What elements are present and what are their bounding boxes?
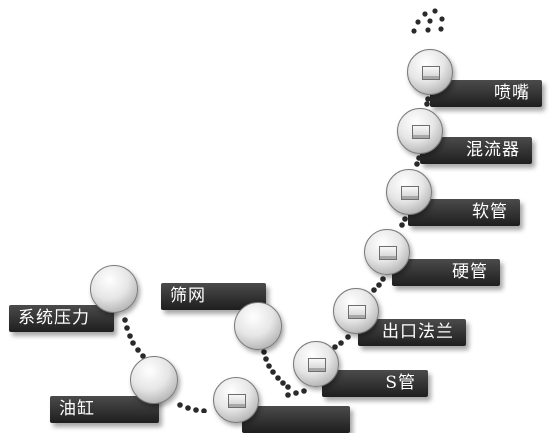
label-hard-pipe: 硬管 [392,259,500,286]
label-nozzle-text: 喷嘴 [494,83,530,103]
label-hard-pipe-text: 硬管 [452,262,488,282]
node-hose [386,169,432,215]
connector-dot [285,392,291,398]
connector-dot [270,369,276,375]
image-thumbnail-icon [412,125,430,139]
connector-dot [338,340,344,346]
connector-dot [424,101,430,107]
connector-dot [185,405,191,411]
connector-dot [427,18,433,24]
node-nozzle [407,49,453,95]
connector-dot [124,325,130,331]
connector-dot [201,408,207,413]
connector-dot [130,340,136,346]
image-thumbnail-icon [228,394,246,408]
connector-dot [402,216,408,222]
label-mixer-text: 混流器 [466,140,520,160]
connector-dot [371,287,377,293]
label-outlet-flange-text: 出口法兰 [382,322,454,342]
image-thumbnail-icon [308,358,326,372]
node-mixer [397,108,443,154]
label-s-pipe: S管 [322,370,428,397]
label-system-pressure-text: 系统压力 [18,308,90,328]
connector-dot [438,26,444,32]
image-thumbnail-icon [422,66,440,80]
node-outlet-flange [333,288,379,334]
label-outlet-flange: 出口法兰 [358,319,466,346]
connector-dot [301,388,307,394]
image-thumbnail-icon [379,246,397,260]
connector-dot [399,222,405,228]
label-oil-cylinder-text: 油缸 [59,399,95,419]
connector-dot [425,27,431,33]
connector-dot [122,317,128,323]
connector-dot [425,96,431,102]
node-screen [234,302,282,350]
connector-dot [261,349,267,355]
label-screen-text: 筛网 [170,286,206,306]
connector-dot [127,333,133,339]
connector-dot [293,390,299,396]
image-thumbnail-icon [348,305,366,319]
label-bottom-pipe [242,406,350,433]
connector-dot [345,334,351,340]
connector-dot [380,276,386,282]
connector-dot [411,28,417,34]
node-s-pipe [293,341,339,387]
node-bottom-pipe [213,377,259,423]
connector-dot [376,282,382,288]
connector-dot [263,356,269,362]
connector-dot [414,161,420,167]
connector-dot [285,384,291,390]
connector-dot [415,19,421,25]
connector-dot [135,347,141,353]
label-hose-text: 软管 [472,202,508,222]
label-s-pipe-text: S管 [385,373,416,393]
image-thumbnail-icon [401,186,419,200]
connector-dot [439,16,445,22]
connector-dot [266,363,272,369]
connector-dot [275,375,281,381]
connector-dot [422,11,428,17]
node-oil-cylinder [130,356,178,404]
connector-dot [432,8,438,14]
connector-dot [280,380,286,386]
node-system-pressure [90,265,138,313]
connector-dot [193,407,199,413]
label-system-pressure: 系统压力 [9,305,114,332]
connector-dot [177,402,183,408]
node-hard-pipe [364,229,410,275]
connector-dots [122,8,445,413]
